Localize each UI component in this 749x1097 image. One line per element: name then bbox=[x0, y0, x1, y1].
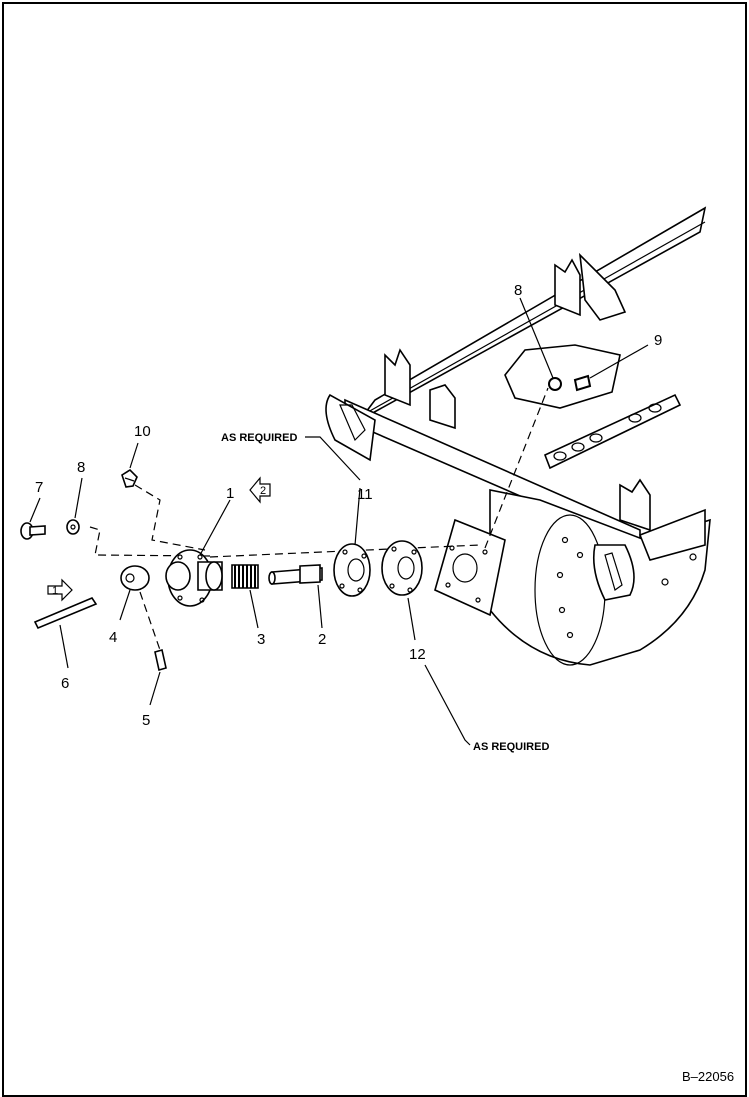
svg-text:2: 2 bbox=[260, 485, 266, 497]
view-arrow-1: 1 bbox=[47, 578, 73, 602]
callout-1: 1 bbox=[226, 485, 234, 502]
grease-fitting-10 bbox=[121, 468, 138, 488]
callout-5: 5 bbox=[142, 712, 150, 729]
callout-6: 6 bbox=[61, 675, 69, 692]
washer-8-left bbox=[66, 519, 80, 535]
callout-8-left: 8 bbox=[77, 459, 85, 476]
callout-labels: 10 8 7 1 4 6 5 3 2 11 12 8 9 bbox=[35, 282, 662, 729]
mounting-plate bbox=[434, 518, 506, 617]
callout-10: 10 bbox=[134, 423, 151, 440]
view-arrow-2: 2 bbox=[249, 476, 271, 504]
machine-frame bbox=[325, 206, 711, 666]
spring-3 bbox=[231, 564, 259, 589]
pin-6 bbox=[33, 597, 98, 630]
bolt-7 bbox=[20, 522, 46, 540]
callout-12: 12 bbox=[409, 646, 426, 663]
shim-plate bbox=[504, 344, 621, 409]
figure-id: B–22056 bbox=[682, 1069, 734, 1084]
callout-3: 3 bbox=[257, 631, 265, 648]
note-as-required-top: AS REQUIRED bbox=[221, 432, 297, 444]
washer-8-right bbox=[548, 377, 562, 391]
flange-11 bbox=[333, 543, 371, 597]
callout-7: 7 bbox=[35, 479, 43, 496]
callout-11: 11 bbox=[357, 486, 373, 503]
callout-8-right: 8 bbox=[514, 282, 522, 299]
svg-text:1: 1 bbox=[52, 585, 58, 597]
note-as-required-bottom: AS REQUIRED bbox=[473, 741, 549, 753]
callout-2: 2 bbox=[318, 631, 326, 648]
leader-lines bbox=[29, 297, 649, 746]
flange-12 bbox=[381, 540, 423, 596]
rail-hole-row bbox=[543, 393, 682, 470]
nut-9 bbox=[573, 374, 592, 392]
hub-1 bbox=[165, 549, 223, 607]
shaft-2 bbox=[268, 564, 323, 585]
housing-bolt-circle bbox=[556, 536, 584, 639]
callout-9: 9 bbox=[654, 332, 662, 349]
collar-4 bbox=[120, 565, 150, 591]
roll-pin-5 bbox=[154, 648, 167, 672]
callout-4: 4 bbox=[109, 629, 117, 646]
